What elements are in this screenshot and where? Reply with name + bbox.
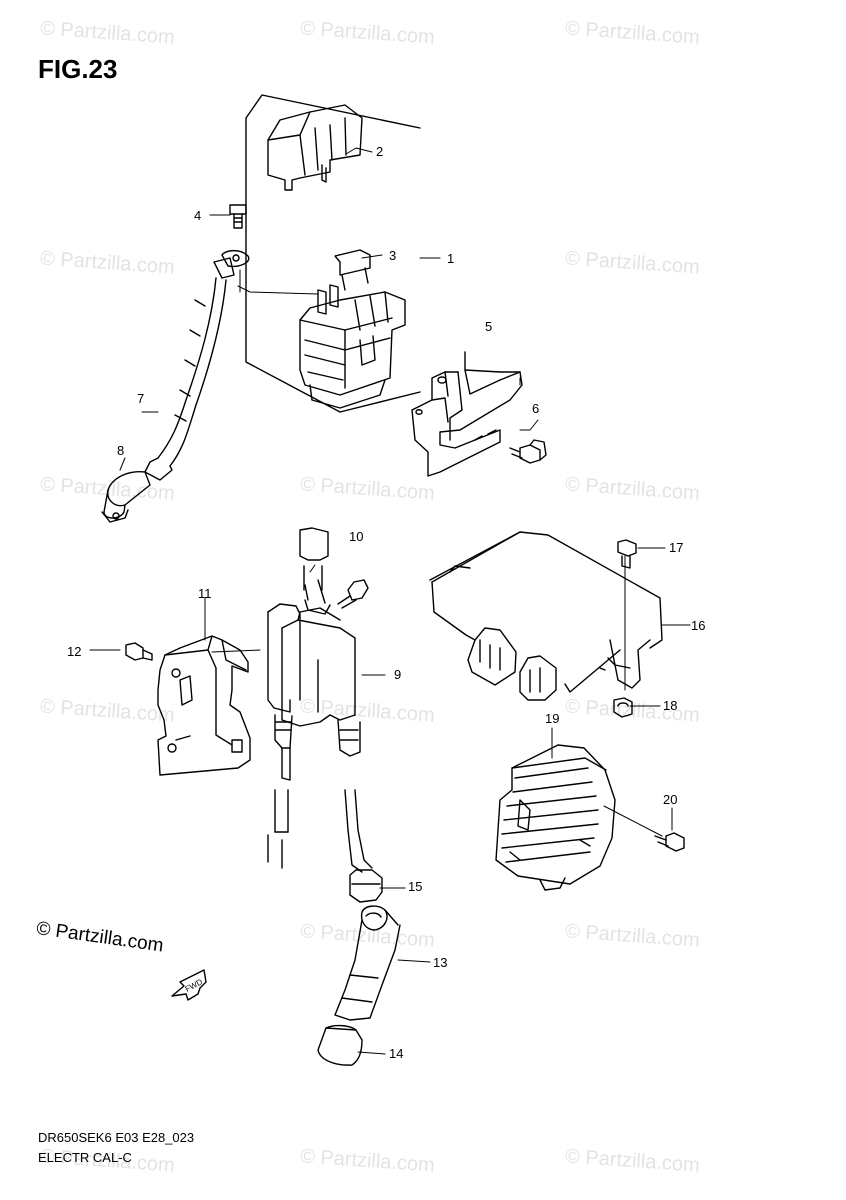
leader-lines xyxy=(89,147,691,1055)
bolt-17 xyxy=(617,539,637,569)
fuse xyxy=(334,249,371,291)
section-name: ELECTR CAL-C xyxy=(38,1150,132,1165)
callout-9: 9 xyxy=(394,667,402,682)
callout-11: 11 xyxy=(198,586,212,601)
callout-16: 16 xyxy=(691,618,706,633)
spark-plug-lead xyxy=(317,789,401,1066)
coil-bolt xyxy=(337,579,369,609)
relay-bracket xyxy=(411,351,523,477)
bolt-20 xyxy=(654,832,685,852)
callout-8: 8 xyxy=(117,443,125,458)
bolt-12 xyxy=(125,642,153,661)
callout-14: 14 xyxy=(389,1046,404,1061)
relay-group-outline xyxy=(245,94,421,413)
fwd-arrow-label: FWD xyxy=(184,977,205,994)
nut-18 xyxy=(613,697,633,718)
callout-3: 3 xyxy=(389,248,397,263)
regulator-rectifier xyxy=(495,744,616,891)
callout-7: 7 xyxy=(137,391,145,406)
ground-lead xyxy=(101,249,250,523)
callout-10: 10 xyxy=(349,529,364,544)
relay-cover xyxy=(267,104,363,191)
callout-12: 12 xyxy=(67,644,82,659)
callout-1: 1 xyxy=(447,251,455,266)
starter-relay xyxy=(299,284,406,409)
bolt-4 xyxy=(229,204,247,229)
callout-17: 17 xyxy=(669,540,684,555)
callout-4: 4 xyxy=(194,208,202,223)
cdi-unit xyxy=(429,531,663,701)
callout-2: 2 xyxy=(376,144,384,159)
callout-6: 6 xyxy=(532,401,540,416)
callout-20: 20 xyxy=(663,792,678,807)
callout-15: 15 xyxy=(408,879,423,894)
ignition-coil xyxy=(267,527,361,869)
coil-bracket xyxy=(157,635,251,776)
fwd-arrow-icon: FWD xyxy=(171,969,207,1001)
bolt-6 xyxy=(509,439,547,464)
callout-13: 13 xyxy=(433,955,448,970)
callout-19: 19 xyxy=(545,711,560,726)
callout-5: 5 xyxy=(485,319,493,334)
callout-18: 18 xyxy=(663,698,678,713)
figure-title: FIG.23 xyxy=(38,54,118,84)
model-code: DR650SEK6 E03 E28_023 xyxy=(38,1130,195,1145)
